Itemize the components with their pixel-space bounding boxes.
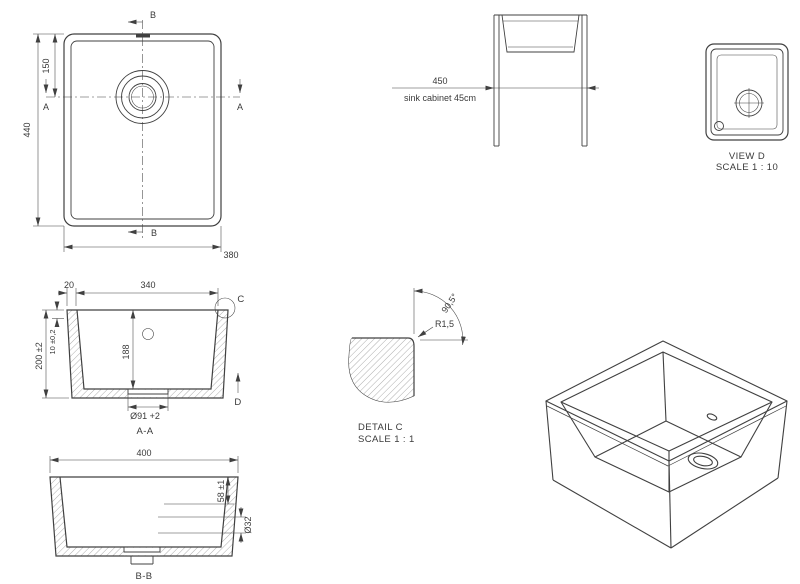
radius-leader xyxy=(417,326,434,338)
iso-body-edge xyxy=(668,460,672,549)
sink-bottom-inner xyxy=(716,54,778,130)
section-b-label: B xyxy=(151,228,157,238)
iso-rim-thickness xyxy=(546,405,787,467)
section-bb-label: B-B xyxy=(135,571,152,582)
sink-bottom-inner xyxy=(710,48,784,136)
drain-recess-mask xyxy=(128,389,168,398)
section-aa-label: A-A xyxy=(136,426,153,437)
dim-380: 380 xyxy=(223,250,238,260)
isometric-view xyxy=(545,340,788,549)
detail-surface xyxy=(352,337,415,396)
section-b-label: B xyxy=(150,10,156,20)
dim-drain-91: Ø91 +2 xyxy=(130,411,160,421)
dim-150: 150 xyxy=(41,58,51,73)
cabinet-front-view: 450 sink cabinet 45cm xyxy=(392,14,599,147)
iso-basin-edge xyxy=(740,401,773,458)
drain-recess xyxy=(123,547,161,553)
dim-200: 200 ±2 xyxy=(34,342,44,369)
dim-58: 58 ±1 xyxy=(216,480,226,502)
iso-inner-rim xyxy=(560,351,773,452)
angle-arc xyxy=(413,288,466,346)
overflow-notch xyxy=(136,34,150,38)
drain-recess xyxy=(127,389,169,395)
detail-marker-circle xyxy=(214,297,236,319)
iso-bottom-edge xyxy=(552,479,672,549)
section-a-label: A xyxy=(237,102,243,112)
drain-recess-mask xyxy=(124,547,160,556)
iso-body-edge xyxy=(545,400,554,481)
section-bb: 400 58 ±1 Ø32 B-B xyxy=(49,448,253,582)
view-d-marker: D xyxy=(234,397,241,408)
cabinet-caption: sink cabinet 45cm xyxy=(404,93,476,103)
section-body xyxy=(49,476,239,557)
dim-450: 450 xyxy=(432,76,447,86)
section-body xyxy=(66,309,229,399)
iso-basin-edge xyxy=(560,401,596,458)
iso-outer-rim xyxy=(545,340,788,462)
section-a-label: A xyxy=(43,102,49,112)
iso-drain xyxy=(693,455,713,467)
plan-view: B B A A 440 150 380 xyxy=(22,10,243,260)
fitting-circle xyxy=(714,121,724,131)
dim-32: Ø32 xyxy=(243,516,253,533)
detail-section-blob xyxy=(348,337,415,403)
dim-440: 440 xyxy=(22,122,32,137)
sink-bottom-outline xyxy=(705,43,789,141)
dim-angle: 90,5° xyxy=(439,291,460,314)
detail-c-marker: C xyxy=(237,294,244,305)
section-aa: 20 340 188 200 ±2 10 ±0,2 Ø91 +2 C D A-A xyxy=(34,280,244,437)
sink-front-profile xyxy=(501,14,580,53)
dim-400: 400 xyxy=(136,448,151,458)
dim-10: 10 ±0,2 xyxy=(48,330,57,355)
view-d-scale: SCALE 1 : 10 xyxy=(716,162,778,173)
detail-c-scale: SCALE 1 : 1 xyxy=(358,434,415,445)
iso-drain xyxy=(687,452,719,470)
iso-body-edge xyxy=(777,400,788,479)
view-d: VIEW D SCALE 1 : 10 xyxy=(705,43,789,173)
iso-basin-floor xyxy=(594,420,742,493)
detail-c-title: DETAIL C xyxy=(358,422,403,433)
overflow-hole xyxy=(142,328,154,340)
iso-overflow-hole xyxy=(706,413,718,421)
view-d-title: VIEW D xyxy=(729,151,765,162)
dim-20: 20 xyxy=(64,280,74,290)
dim-radius: R1,5 xyxy=(435,319,454,329)
iso-bottom-edge xyxy=(670,477,779,549)
dim-340: 340 xyxy=(140,280,155,290)
iso-basin-edge xyxy=(662,351,667,422)
detail-c: 90,5° R1,5 DETAIL C SCALE 1 : 1 xyxy=(348,288,468,445)
dim-188: 188 xyxy=(121,344,131,359)
